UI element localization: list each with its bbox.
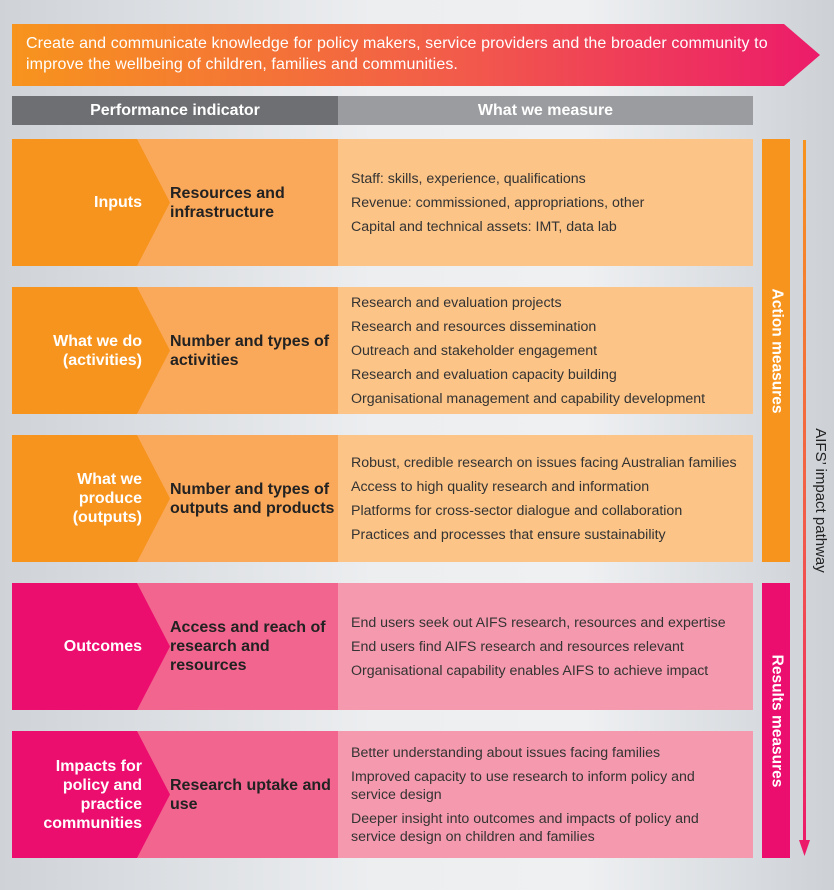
measure-item: Research and evaluation capacity buildin… — [351, 366, 617, 383]
stage-label: Inputs — [94, 194, 142, 211]
measure-item: Organisational capability enables AIFS t… — [351, 662, 709, 679]
row-outputs: What we produce (outputs) Number and typ… — [12, 435, 753, 562]
row-chevron-shape — [12, 287, 338, 414]
results-measures-label: Results measures — [768, 654, 785, 787]
action-measures-label: Action measures — [768, 288, 786, 413]
stage-label: What we do (activities) — [53, 332, 142, 369]
measure-item: Research and resources dissemination — [351, 318, 597, 335]
measure-item: Platforms for cross-sector dialogue and … — [351, 502, 683, 519]
measure-item: End users seek out AIFS research, resour… — [351, 614, 726, 631]
mission-statement: Create and communicate knowledge for pol… — [26, 35, 768, 73]
measures-list: Staff: skills, experience, qualification… — [338, 139, 753, 266]
measure-item: Outreach and stakeholder engagement — [351, 342, 598, 359]
indicator-label: Access and reach of research and resourc… — [170, 619, 326, 674]
impact-pathway-label: AIFS’ impact pathway — [811, 427, 829, 573]
row-inputs: Inputs Resources and infrastructure Staf… — [12, 139, 753, 266]
measure-item: Staff: skills, experience, qualification… — [351, 170, 586, 187]
measures-list: Robust, credible research on issues faci… — [338, 435, 753, 562]
results-measures-bar: Results measures — [762, 583, 790, 858]
impact-pathway-label-wrap: AIFS’ impact pathway — [808, 370, 832, 630]
indicator-label: Resources and infrastructure — [170, 184, 285, 221]
measure-item: Organisational management and capability… — [351, 390, 706, 407]
measure-item: Revenue: commissioned, appropriations, o… — [351, 194, 645, 211]
stage-label: What we produce (outputs) — [72, 471, 142, 526]
stage-label: Outcomes — [63, 638, 142, 655]
header-performance-indicator: Performance indicator — [12, 96, 338, 125]
mission-banner: Create and communicate knowledge for pol… — [12, 24, 820, 86]
row-activities: What we do (activities) Number and types… — [12, 287, 753, 414]
row-chevron-shape — [12, 583, 338, 710]
measures-list: End users seek out AIFS research, resour… — [338, 583, 753, 710]
stage-label: Impacts for policy and practice communit… — [43, 757, 142, 832]
impact-pathway-arrow — [799, 140, 810, 856]
measure-item: End users find AIFS research and resourc… — [351, 638, 684, 655]
measure-item: Improved capacity to use research to inf… — [351, 768, 695, 803]
row-impacts: Impacts for policy and practice communit… — [12, 731, 753, 858]
row-chevron-shape — [12, 731, 338, 858]
banner-arrow-shape — [12, 24, 820, 86]
indicator-label: Number and types of activities — [170, 332, 330, 369]
action-measures-bar: Action measures — [762, 139, 790, 562]
measure-item: Practices and processes that ensure sust… — [351, 526, 666, 543]
measure-item: Access to high quality research and info… — [351, 478, 650, 495]
measures-list: Research and evaluation projects Researc… — [338, 287, 753, 414]
measure-item: Better understanding about issues facing… — [351, 744, 661, 761]
measure-item: Capital and technical assets: IMT, data … — [351, 218, 617, 235]
measure-item: Deeper insight into outcomes and impacts… — [351, 810, 699, 845]
indicator-label: Research uptake and use — [170, 776, 331, 813]
row-outcomes: Outcomes Access and reach of research an… — [12, 583, 753, 710]
measure-item: Research and evaluation projects — [351, 294, 562, 311]
indicator-label: Number and types of outputs and products — [170, 480, 335, 517]
measure-item: Robust, credible research on issues faci… — [351, 454, 737, 471]
row-chevron-shape — [12, 139, 338, 266]
header-what-we-measure: What we measure — [338, 96, 753, 125]
row-chevron-shape — [12, 435, 338, 562]
measures-list: Better understanding about issues facing… — [338, 731, 753, 858]
